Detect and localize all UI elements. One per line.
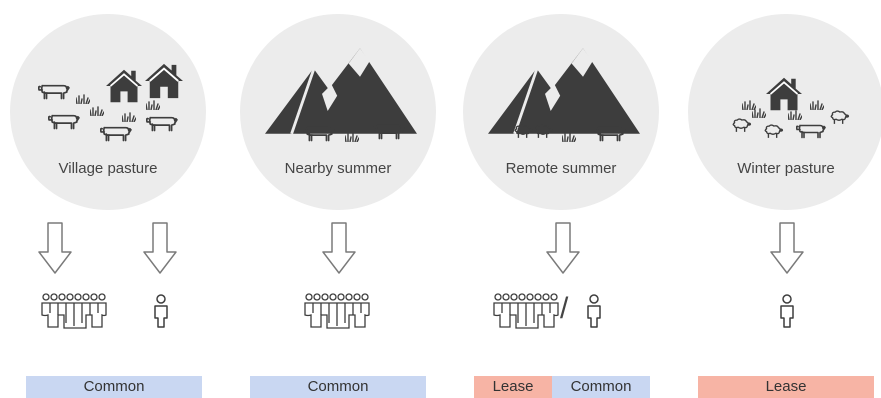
group-icon <box>304 293 370 329</box>
village-houses-cattle-icon <box>38 62 184 142</box>
person-icon <box>154 294 168 328</box>
pasture-label: Winter pasture <box>737 160 835 177</box>
village-pasture-circle <box>10 14 206 210</box>
down-arrow-icon <box>143 222 177 274</box>
down-arrow-icon <box>546 222 580 274</box>
access-separator: / <box>560 292 569 325</box>
down-arrow-icon <box>322 222 356 274</box>
pasture-label: Nearby summer <box>284 160 392 177</box>
person-icon <box>780 294 794 328</box>
tenure-bar-winter: Lease <box>698 376 874 398</box>
tenure-common: Common <box>552 376 650 398</box>
tenure-common: Common <box>250 376 426 398</box>
pasture-label: Village pasture <box>58 160 158 177</box>
tenure-bar-nearby: Common <box>250 376 426 398</box>
down-arrow-icon <box>770 222 804 274</box>
tenure-lease: Lease <box>698 376 874 398</box>
group-icon <box>493 293 559 329</box>
pasture-label: Remote summer <box>505 160 617 177</box>
down-arrow-icon <box>38 222 72 274</box>
house-sheep-cattle-icon <box>732 76 850 139</box>
mountain-cattle-icon <box>265 48 417 142</box>
group-icon <box>41 293 107 329</box>
tenure-lease: Lease <box>474 376 552 398</box>
mountain-sheep-cattle-icon <box>488 48 640 142</box>
tenure-bar-village: Common <box>26 376 202 398</box>
tenure-common: Common <box>26 376 202 398</box>
winter-pasture-circle <box>688 14 881 210</box>
person-icon <box>587 294 601 328</box>
